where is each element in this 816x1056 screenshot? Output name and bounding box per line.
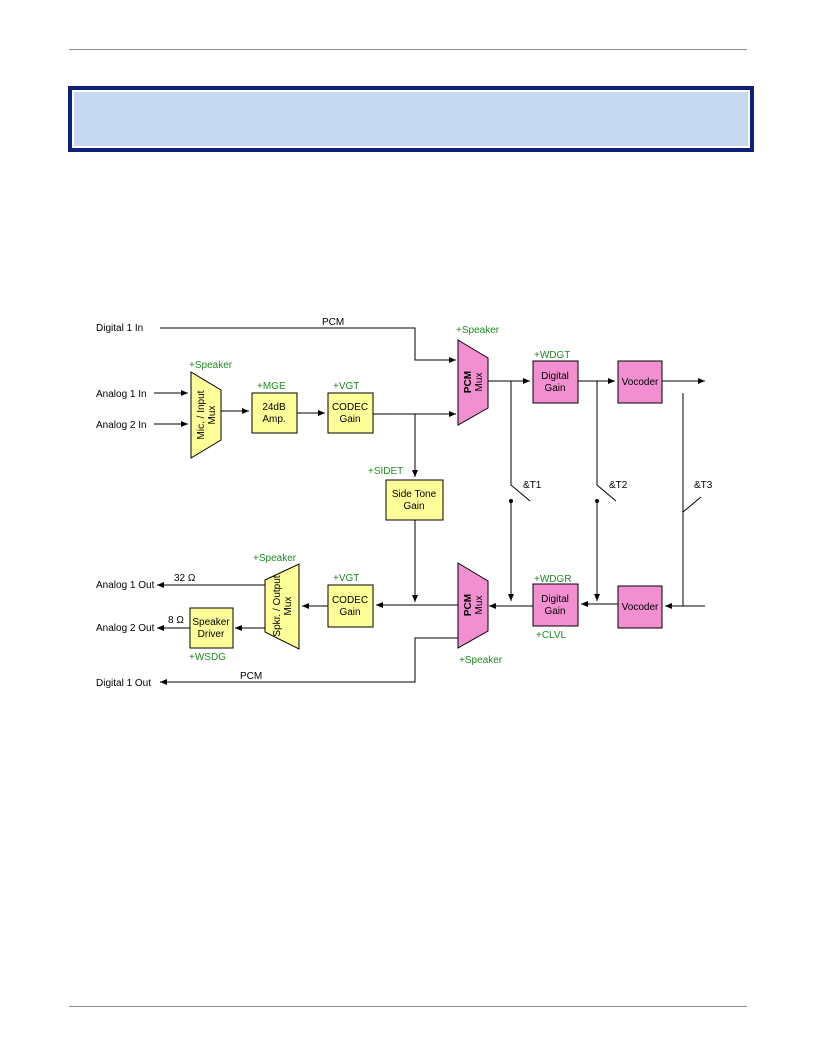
amp-24db-cmd: +MGE	[257, 381, 286, 392]
pcm-mux-rx-label2: Mux	[474, 596, 485, 615]
digital-gain-tx-label: Digital	[541, 371, 569, 382]
digital-gain-tx-cmd: +WDGT	[534, 350, 570, 361]
pcm-out-wire-label: PCM	[240, 671, 262, 682]
vocoder-rx-block	[617, 585, 663, 629]
t3-tap-wire	[682, 393, 702, 514]
t1-switch-label: &T1	[523, 480, 542, 491]
pcm-mux-rx	[457, 562, 489, 649]
side-tone-gain-label2: Gain	[403, 501, 424, 512]
input-mux-label: Mic. / Input	[196, 390, 207, 439]
t2-switch-label: &T2	[609, 480, 628, 491]
vocoder-tx-block	[617, 360, 663, 404]
digital-gain-rx-cmd2: +CLVL	[536, 630, 567, 641]
digital-gain-rx-cmd: +WDGR	[534, 574, 572, 585]
vocoder-tx-label: Vocoder	[622, 377, 659, 388]
codec-gain-tx-label: CODEC	[332, 402, 368, 413]
output-mux	[264, 563, 300, 650]
digital-gain-rx-block	[532, 583, 579, 627]
codec-gain-tx-cmd: +VGT	[333, 381, 359, 392]
analog1-out-label: Analog 1 Out	[96, 580, 155, 591]
side-tone-gain-cmd: +SIDET	[368, 466, 403, 477]
codec-gain-rx-block	[327, 584, 374, 628]
analog2-out-label: Analog 2 Out	[96, 623, 155, 634]
amp-24db-block	[251, 392, 298, 434]
amp-24db-label: 24dB	[262, 402, 286, 413]
vocoder-rx-label: Vocoder	[622, 602, 659, 613]
pcm-mux-rx-label: PCM	[463, 594, 474, 616]
ohm32-label: 32 Ω	[174, 573, 196, 584]
speaker-driver-cmd: +WSDG	[189, 652, 226, 663]
input-mux	[190, 371, 222, 459]
pcm-in-wire	[160, 327, 456, 363]
input-mux-label2: Mux	[207, 406, 218, 425]
codec-gain-tx-block	[327, 392, 374, 434]
output-mux-label2: Mux	[283, 597, 294, 616]
pcm-mux-rx-cmd: +Speaker	[459, 655, 503, 666]
speaker-driver-label2: Driver	[198, 629, 225, 640]
pcm-mux-tx	[457, 339, 489, 426]
pcm-out-wire	[160, 637, 458, 685]
codec-gain-rx-label2: Gain	[339, 607, 360, 618]
side-tone-gain-block	[385, 479, 444, 521]
codec-gain-rx-cmd: +VGT	[333, 573, 359, 584]
header-rule	[69, 49, 747, 50]
output-mux-cmd: +Speaker	[253, 553, 297, 564]
t3-switch-label: &T3	[694, 480, 713, 491]
digital-gain-tx-label2: Gain	[544, 383, 565, 394]
speaker-driver-block	[189, 607, 234, 649]
t1-tap-wire	[510, 381, 531, 502]
input-mux-cmd: +Speaker	[189, 360, 233, 371]
output-mux-label: Spkr. / Output	[272, 575, 283, 636]
digital-gain-tx-block	[532, 360, 579, 404]
digital-gain-rx-label2: Gain	[544, 606, 565, 617]
footer-rule	[69, 1006, 747, 1007]
codec-gain-tx-label2: Gain	[339, 414, 360, 425]
pcm-in-wire-label: PCM	[322, 317, 344, 328]
section-banner-panel	[72, 90, 750, 148]
digital1-in-label: Digital 1 In	[96, 323, 143, 334]
codec-gain-rx-label: CODEC	[332, 595, 368, 606]
pcm-mux-tx-label: PCM	[463, 371, 474, 393]
side-tone-gain-label: Side Tone	[392, 489, 437, 500]
pcm-mux-tx-cmd: +Speaker	[456, 325, 500, 336]
t1-switch-node	[509, 499, 513, 503]
analog1-in-label: Analog 1 In	[96, 389, 147, 400]
digital1-out-label: Digital 1 Out	[96, 678, 151, 689]
t2-tap-wire	[596, 381, 617, 502]
digital-gain-rx-label: Digital	[541, 594, 569, 605]
section-banner	[68, 86, 754, 152]
amp-24db-label2: Amp.	[262, 414, 285, 425]
t2-switch-node	[595, 499, 599, 503]
ohm8-label: 8 Ω	[168, 615, 184, 626]
speaker-driver-label: Speaker	[192, 617, 230, 628]
analog2-in-label: Analog 2 In	[96, 420, 147, 431]
pcm-mux-tx-label2: Mux	[474, 373, 485, 392]
